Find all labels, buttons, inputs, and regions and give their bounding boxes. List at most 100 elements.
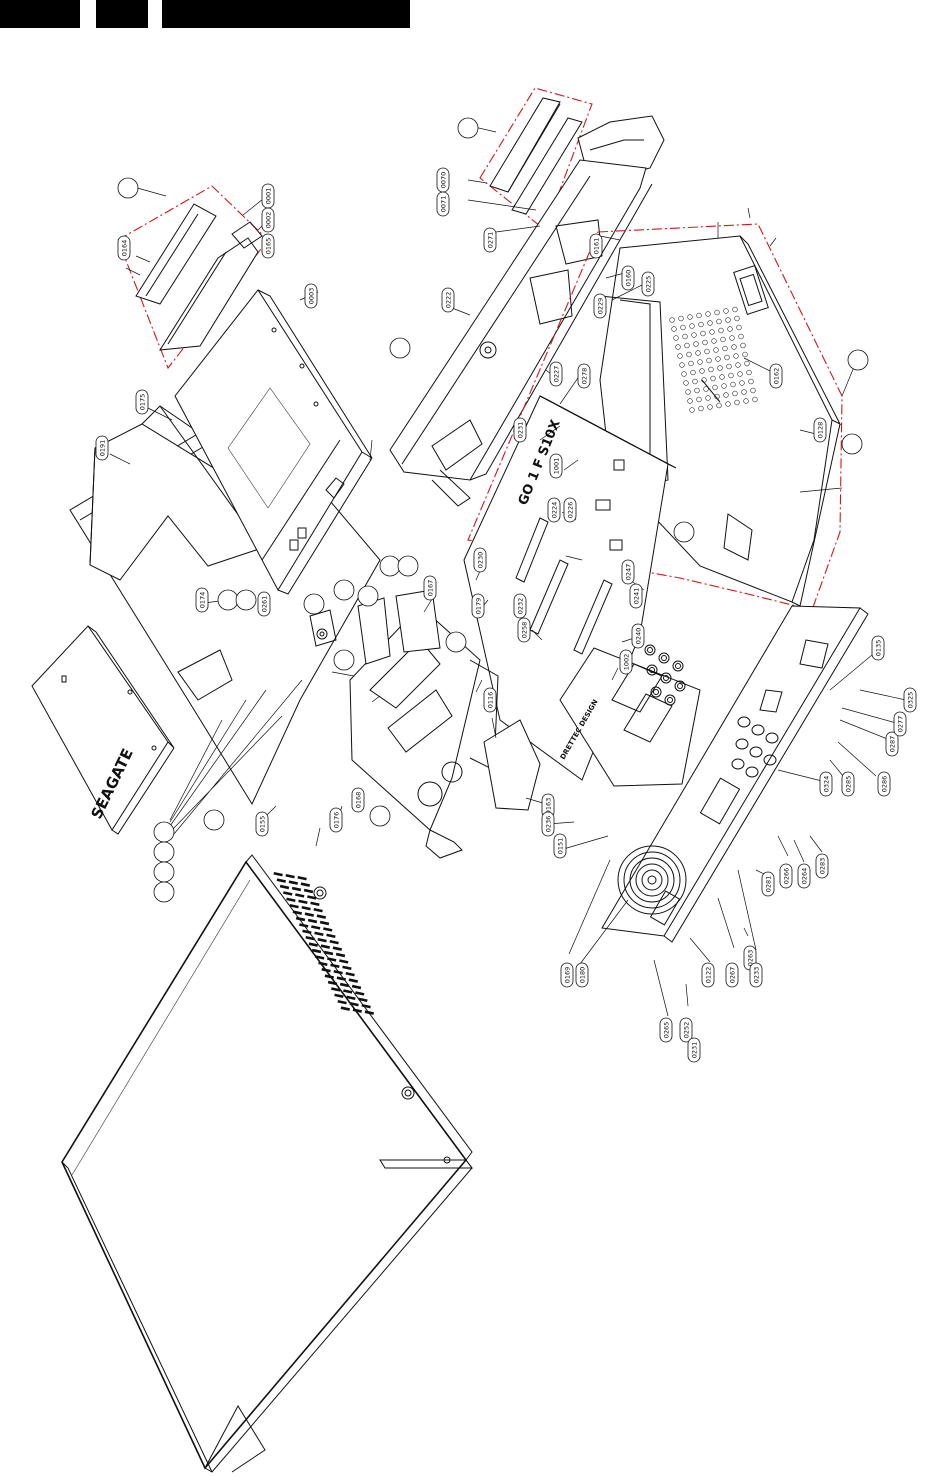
svg-text:0070: 0070 bbox=[439, 172, 447, 189]
front-panel-assembly bbox=[389, 87, 665, 507]
cover-screw-bottom bbox=[401, 1086, 415, 1100]
callout-0231: 0231 bbox=[513, 417, 527, 443]
svg-text:0163: 0163 bbox=[544, 798, 552, 815]
callout-0227: 0227 bbox=[549, 361, 563, 387]
svg-text:0167: 0167 bbox=[426, 580, 434, 597]
svg-text:0231: 0231 bbox=[516, 422, 524, 439]
header-block-2 bbox=[96, 0, 148, 28]
svg-text:0325: 0325 bbox=[906, 692, 914, 709]
callout-0135: 0135 bbox=[871, 635, 885, 661]
svg-text:0283: 0283 bbox=[818, 858, 826, 875]
callout-0277: 0277 bbox=[893, 711, 907, 737]
svg-text:0160: 0160 bbox=[624, 270, 632, 287]
front-panel-knob bbox=[479, 341, 497, 359]
svg-text:0071: 0071 bbox=[439, 196, 447, 213]
svg-text:0277: 0277 bbox=[896, 716, 904, 733]
svg-text:0135: 0135 bbox=[874, 640, 882, 657]
part-number-callouts: 0003 0001 0002 0164 0165 0070 0071 0271 0222 0175… bbox=[95, 167, 917, 1063]
capacitor-1 bbox=[417, 781, 443, 807]
power-socket bbox=[733, 265, 769, 315]
svg-text:0174: 0174 bbox=[198, 592, 206, 609]
callout-0116: 0116 bbox=[483, 687, 497, 713]
svg-text:1002: 1002 bbox=[622, 654, 630, 671]
callout-0180: 0180 bbox=[575, 962, 589, 988]
callout-0287: 0287 bbox=[885, 731, 899, 757]
callout-0281: 0281 bbox=[761, 871, 775, 897]
svg-text:0116: 0116 bbox=[486, 692, 494, 709]
svg-text:0002: 0002 bbox=[264, 212, 272, 229]
callout-0264: 0264 bbox=[797, 863, 811, 889]
callout-0168: 0168 bbox=[351, 787, 365, 813]
callout-0003: 0003 bbox=[304, 283, 318, 309]
callout-0070: 0070 bbox=[436, 167, 450, 193]
callout-0278: 0278 bbox=[577, 363, 591, 389]
svg-text:0226: 0226 bbox=[566, 502, 574, 519]
top-cover bbox=[61, 854, 473, 1473]
svg-text:0285: 0285 bbox=[844, 776, 852, 793]
svg-text:0122: 0122 bbox=[704, 967, 712, 984]
callout-0165: 0165 bbox=[261, 233, 275, 259]
svg-text:0271: 0271 bbox=[486, 232, 494, 249]
small-brackets bbox=[309, 589, 541, 811]
callout-0266: 0266 bbox=[779, 863, 793, 889]
callout-0164: 0164 bbox=[117, 235, 131, 261]
callout-0261: 0261 bbox=[257, 591, 271, 617]
svg-text:0168: 0168 bbox=[354, 792, 362, 809]
cover-screw-top bbox=[313, 886, 327, 900]
ribbon-cable bbox=[89, 405, 269, 581]
svg-text:0241: 0241 bbox=[632, 588, 640, 605]
callout-0265: 0265 bbox=[659, 1017, 673, 1043]
callout-0160: 0160 bbox=[621, 265, 635, 291]
svg-text:0224: 0224 bbox=[550, 502, 558, 519]
callout-0155: 0155 bbox=[255, 811, 269, 837]
callout-0285: 0285 bbox=[841, 771, 855, 797]
callout-0151: 0151 bbox=[553, 833, 567, 859]
callout-0071: 0071 bbox=[436, 191, 450, 217]
callout-0222: 0222 bbox=[441, 287, 455, 313]
svg-text:0233: 0233 bbox=[752, 967, 760, 984]
callout-0001: 0001 bbox=[261, 183, 275, 209]
callout-0267: 0267 bbox=[725, 962, 739, 988]
callout-0247: 0247 bbox=[621, 559, 635, 585]
drive-front-bezel-assembly bbox=[117, 185, 269, 370]
hard-disk-drive: SEAGATE bbox=[31, 625, 175, 835]
callout-0230: 0230 bbox=[473, 547, 487, 573]
callout-1001: 1001 bbox=[549, 453, 563, 479]
callout-0224: 0224 bbox=[547, 497, 561, 523]
svg-text:0161: 0161 bbox=[592, 238, 600, 255]
svg-text:0151: 0151 bbox=[556, 838, 564, 855]
svg-text:0179: 0179 bbox=[474, 598, 482, 615]
svg-text:0261: 0261 bbox=[260, 596, 268, 613]
capacitor-2 bbox=[441, 761, 463, 783]
callout-0226: 0226 bbox=[563, 497, 577, 523]
svg-text:0175: 0175 bbox=[138, 394, 146, 411]
svg-text:0003: 0003 bbox=[307, 288, 315, 305]
svg-text:0180: 0180 bbox=[578, 967, 586, 984]
svg-text:0286: 0286 bbox=[880, 776, 888, 793]
svg-text:0227: 0227 bbox=[552, 366, 560, 383]
callout-0161: 0161 bbox=[589, 233, 603, 259]
callout-0002: 0002 bbox=[261, 207, 275, 233]
optical-drive bbox=[174, 289, 373, 595]
svg-text:0162: 0162 bbox=[772, 368, 780, 385]
ventilation-mesh bbox=[669, 306, 758, 413]
svg-text:0222: 0222 bbox=[444, 292, 452, 309]
callout-0252: 0252 bbox=[679, 1017, 693, 1043]
svg-text:0231: 0231 bbox=[690, 1042, 698, 1059]
callout-1002: 1002 bbox=[619, 649, 633, 675]
av-connector-block: DRETTEC DESIGN bbox=[559, 644, 701, 787]
svg-text:0287: 0287 bbox=[888, 736, 896, 753]
callout-0258: 0258 bbox=[517, 617, 531, 643]
svg-text:1001: 1001 bbox=[552, 458, 560, 475]
svg-text:0247: 0247 bbox=[624, 564, 632, 581]
svg-text:0229: 0229 bbox=[596, 298, 604, 315]
callout-0191: 0191 bbox=[95, 435, 109, 461]
svg-text:0265: 0265 bbox=[662, 1022, 670, 1039]
callout-0232: 0232 bbox=[513, 593, 527, 619]
callout-0286: 0286 bbox=[877, 771, 891, 797]
rear-panel bbox=[601, 605, 869, 943]
svg-text:0266: 0266 bbox=[782, 868, 790, 885]
callout-0236: 0236 bbox=[541, 811, 555, 837]
svg-text:0258: 0258 bbox=[520, 622, 528, 639]
callout-0241: 0241 bbox=[629, 583, 643, 609]
